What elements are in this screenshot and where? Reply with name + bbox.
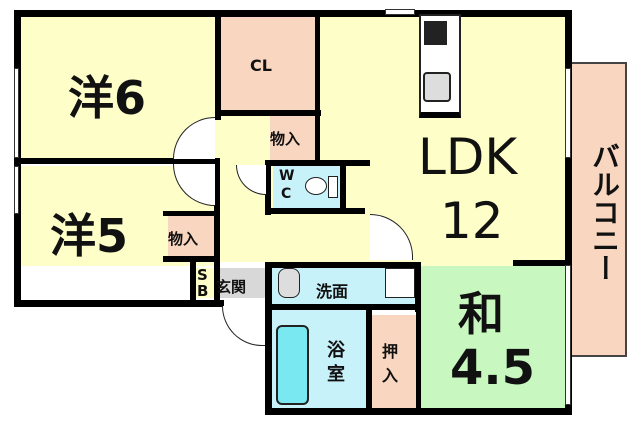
wall-wc-bottom (265, 208, 365, 214)
wall-st2-right (214, 160, 220, 307)
window-ldk-right[interactable] (565, 68, 571, 158)
storage1-label: 物入 (270, 130, 301, 148)
ldk-label: LDK (418, 128, 518, 186)
entrance (218, 268, 268, 298)
storage-2 (168, 216, 214, 256)
wall-wash-top (265, 262, 420, 268)
oshiire-label-2: 入 (382, 366, 399, 385)
closet (221, 16, 317, 112)
wall-bath-left (265, 264, 272, 414)
wall-cl-right (315, 10, 320, 165)
storage2-label: 物入 (168, 230, 199, 248)
wall-cl-bottom (215, 110, 321, 116)
room6-size: 6 (114, 71, 147, 125)
room6-label: 洋6 (68, 62, 146, 128)
wall-sb-left (190, 256, 196, 306)
wall-wc-left (265, 160, 271, 215)
oshiire (372, 315, 417, 408)
wall-jp-top (513, 260, 571, 266)
wall-jp-left (416, 262, 421, 414)
balcony-label: バルコニー (588, 142, 621, 282)
closet-label: CL (250, 56, 272, 75)
room5-kanji: 洋 (50, 209, 96, 263)
door-entrance[interactable] (222, 306, 265, 346)
room5-label: 洋5 (50, 200, 128, 266)
sink-icon (423, 72, 451, 102)
storage-1 (270, 116, 315, 161)
toilet-icon (305, 177, 327, 195)
shoe-box (196, 268, 214, 298)
sb-label-b: B (197, 282, 209, 300)
washroom-label: 洗面 (316, 282, 349, 301)
toilet-label-c: C (281, 186, 292, 202)
japanese-room (420, 266, 567, 408)
bathroom-label-2: 室 (327, 364, 345, 385)
sb-label-s: S (197, 266, 208, 284)
bathtub-icon (276, 325, 309, 405)
window-left-1[interactable] (14, 68, 19, 158)
entrance-label: 玄関 (216, 278, 247, 296)
wall-right (565, 10, 572, 415)
balcony-outline (571, 62, 627, 357)
japanese-room-kanji: 和 (458, 287, 504, 341)
bathroom-label-1: 浴 (327, 340, 345, 361)
washbasin-icon (278, 268, 300, 298)
wall-bath-top (265, 304, 420, 310)
wall-cl-left (215, 10, 221, 120)
wall-wc-top (265, 160, 370, 166)
wall-oshiire-left (366, 304, 372, 414)
wall-st2 (163, 211, 220, 216)
window-jp-right[interactable] (565, 265, 571, 405)
japanese-room-size: 4.5 (450, 340, 536, 396)
wall-mid-h (14, 158, 220, 164)
oshiire-label-1: 押 (382, 342, 399, 361)
wall-wc-right (340, 160, 346, 214)
room5-size: 5 (96, 209, 129, 263)
ldk-size: 12 (440, 192, 504, 250)
washing-machine-icon (385, 268, 415, 298)
window-left-2[interactable] (14, 166, 19, 214)
stove-icon (424, 21, 447, 45)
room6-kanji: 洋 (68, 71, 114, 125)
window-top[interactable] (385, 9, 415, 15)
wall-bottom-left (14, 300, 224, 307)
toilet-label-w: W (279, 168, 295, 184)
toilet-tank-icon (328, 176, 338, 198)
wall-top (14, 10, 571, 17)
